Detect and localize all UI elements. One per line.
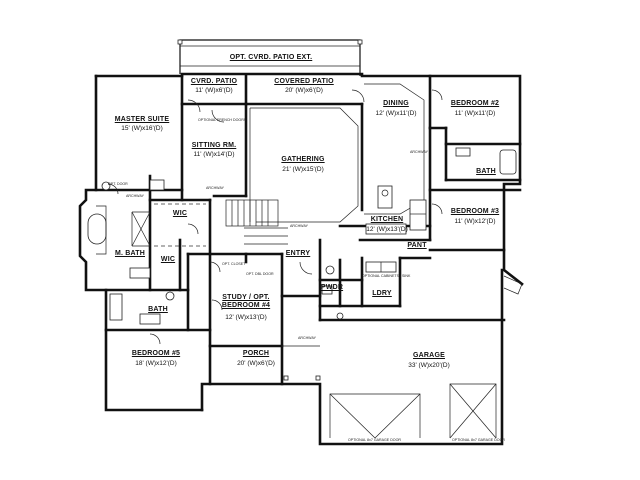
- sitting-room-dims: 11' (W)x14'(D): [193, 151, 235, 158]
- sitting-room-label: SITTING RM.: [191, 142, 237, 149]
- dining-dims: 12' (W)x11'(D): [375, 110, 417, 117]
- covered-patio-dims: 20' (W)x6'(D): [285, 87, 323, 94]
- archway-note-1: ARCHWAY: [126, 194, 144, 198]
- pantry-label: PANT: [407, 242, 427, 249]
- patio-extension-label: OPT. CVRD. PATIO EXT.: [229, 54, 313, 61]
- bath-left-label: BATH: [148, 306, 168, 313]
- master-suite-label: MASTER SUITE: [114, 116, 170, 123]
- garage-door-note-2: OPTIONAL 8x7 GARAGE DOOR: [452, 438, 505, 442]
- archway-note-2: ARCHWAY: [206, 186, 224, 190]
- cabinets-sink-note: OPTIONAL CABINETS / SINK: [362, 274, 411, 278]
- interior-walls: [94, 74, 522, 386]
- archway-note-3: ARCHWAY: [290, 224, 308, 228]
- laundry-label: LDRY: [372, 290, 392, 297]
- dining-label: DINING: [383, 100, 409, 107]
- kitchen-dims: 12' (W)x13'(D): [366, 226, 408, 233]
- archway-note-4: ARCHWAY: [298, 336, 316, 340]
- bath-right-label: BATH: [476, 168, 496, 175]
- master-suite-dims: 15' (W)x16'(D): [121, 125, 163, 132]
- plan-details: [87, 83, 523, 439]
- garage-dims: 33' (W)x20'(D): [408, 362, 450, 369]
- opt-dbl-door-note: OPT. DBL DOOR: [246, 272, 274, 276]
- study-label: STUDY / OPT. BEDROOM #4: [221, 294, 271, 309]
- cvrd-patio-dims: 11' (W)x6'(D): [195, 87, 233, 94]
- wic-lower-label: WIC: [160, 256, 176, 263]
- powder-room-label: PWDR: [320, 284, 344, 291]
- garage-door-note-1: OPTIONAL 8x7 GARAGE DOOR: [348, 438, 401, 442]
- gathering-dims: 21' (W)x15'(D): [282, 166, 324, 173]
- porch-dims: 20' (W)x6'(D): [237, 360, 275, 367]
- cvrd-patio-label: CVRD. PATIO: [190, 78, 238, 85]
- opt-closet-note: OPT. CLOSET: [222, 262, 246, 266]
- bedroom3-label: BEDROOM #3: [450, 208, 500, 215]
- entry-label: ENTRY: [285, 250, 311, 257]
- archway-note-5: ARCHWAY: [410, 150, 428, 154]
- bedroom2-dims: 11' (W)x11'(D): [454, 110, 496, 117]
- bedroom3-dims: 11' (W)x12'(D): [454, 218, 496, 225]
- patio-extension-outline: [177, 39, 363, 76]
- garage-label: GARAGE: [413, 352, 445, 359]
- porch-label: PORCH: [242, 350, 270, 357]
- covered-patio-label: COVERED PATIO: [274, 78, 334, 85]
- opt-door-note: OPT. DOOR: [108, 182, 128, 186]
- master-bath-label: M. BATH: [114, 250, 146, 257]
- french-doors-note: OPTIONAL FRENCH DOORS: [198, 118, 247, 122]
- gathering-label: GATHERING: [281, 156, 325, 163]
- study-dims: 12' (W)x13'(D): [225, 314, 267, 321]
- bedroom5-dims: 18' (W)x12'(D): [135, 360, 177, 367]
- bedroom2-label: BEDROOM #2: [450, 100, 500, 107]
- bedroom5-label: BEDROOM #5: [131, 350, 181, 357]
- wic-upper-label: WIC: [172, 210, 188, 217]
- kitchen-label: KITCHEN: [370, 216, 404, 223]
